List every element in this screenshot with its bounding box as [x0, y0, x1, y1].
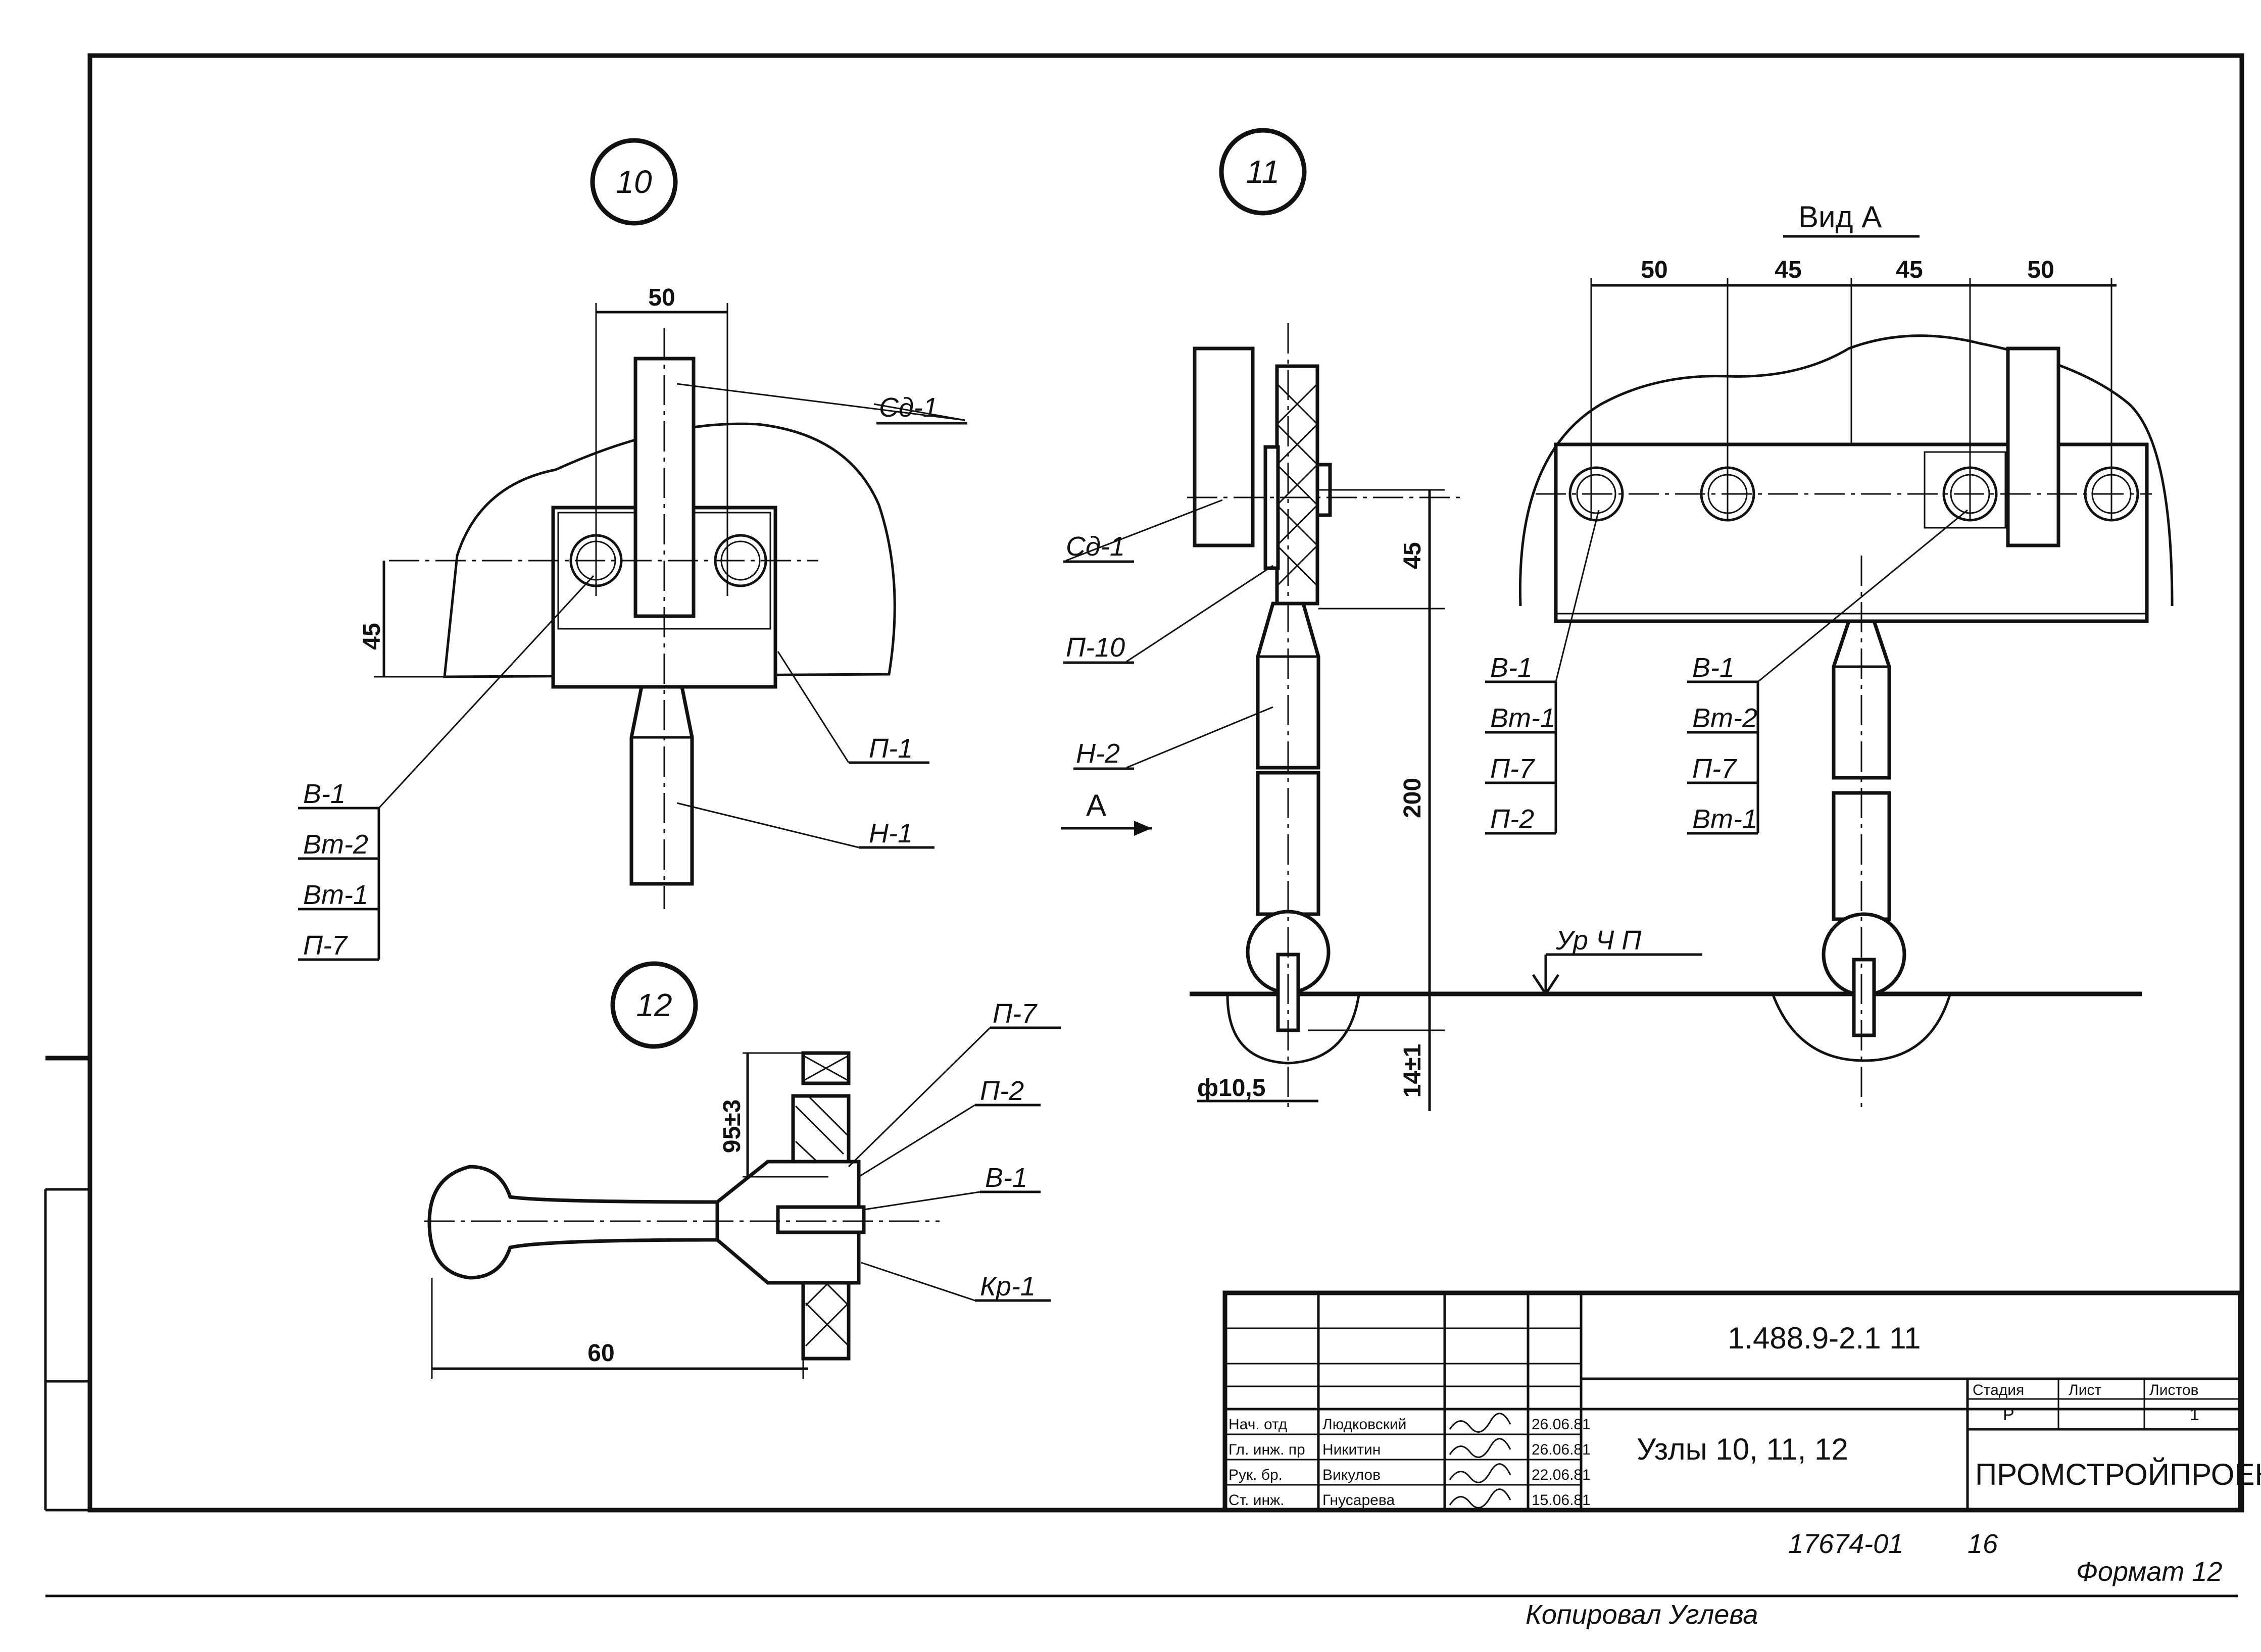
node-10-detail: 10 50 45 Сд-1 П-1 Н: [298, 138, 967, 961]
sheets-header: Листов: [2149, 1382, 2198, 1398]
level-label: Ур Ч П: [1555, 925, 1642, 956]
signer-date: 15.06.81: [1532, 1492, 1591, 1509]
node-10-number: 10: [616, 164, 652, 200]
dim-95: 95±3: [719, 1099, 746, 1153]
signer-role: Гл. инж. пр: [1228, 1441, 1305, 1458]
label-p1: П-1: [869, 733, 913, 764]
format: Формат 12: [2076, 1557, 2223, 1587]
organization: ПРОМСТРОЙПРОЕКТ: [1975, 1458, 2261, 1491]
dim-50: 50: [1641, 257, 1667, 283]
signature: [1449, 1413, 1511, 1433]
signature: [1449, 1488, 1511, 1509]
signer-role: Нач. отд: [1228, 1416, 1287, 1433]
stage-value: Р: [2003, 1405, 2014, 1424]
label-h1: Н-1: [869, 818, 913, 848]
signature: [1449, 1463, 1511, 1483]
label-stack-item: Вт-1: [1490, 703, 1555, 733]
label-sd1: Сд-1: [1066, 531, 1125, 562]
dim-50: 50: [648, 284, 675, 311]
signer-date: 22.06.81: [1532, 1467, 1591, 1483]
label-stack-item: Вт-2: [1692, 703, 1757, 733]
sheet-header: Лист: [2069, 1382, 2101, 1398]
node-12-circle: [610, 961, 698, 1049]
copied-by: Копировал Углева: [1526, 1599, 1758, 1630]
label-h2: Н-2: [1076, 738, 1120, 769]
signer-name: Никитин: [1322, 1441, 1381, 1458]
dim-50: 50: [2027, 257, 2054, 283]
archive-number: 17674-01: [1788, 1529, 1903, 1559]
dim-45: 45: [1896, 257, 1923, 283]
label-stack-item: П-7: [1692, 754, 1737, 784]
post-sd1: [2006, 346, 2060, 547]
wall-outline: [443, 422, 896, 678]
arrow-a-label: А: [1086, 788, 1106, 822]
label-stack-item: В-1: [1692, 653, 1735, 683]
label-stack-item: В-1: [1490, 653, 1533, 683]
node-11-number: 11: [1246, 154, 1280, 190]
view-a-detail: Вид А 50 45 45 50: [1485, 200, 2174, 1111]
dim-phi: ф10,5: [1197, 1075, 1265, 1102]
signature: [1449, 1438, 1511, 1458]
node-12-detail: 12 95±3 60 П-7 П-2 В-1 Кр-1: [424, 961, 1061, 1379]
label-stack-item: П-7: [303, 930, 348, 961]
dim-45: 45: [1399, 542, 1426, 569]
dim-45: 45: [359, 623, 385, 649]
label-stack-item: Вт-1: [1692, 804, 1757, 834]
title-block: 1.488.9-2.1 11 Узлы 10, 11, 12 ПРОМСТРОЙ…: [1222, 1290, 2261, 1513]
dim-45: 45: [1775, 257, 1801, 283]
label-stack-item: Вт-2: [303, 829, 368, 860]
label-kr1: Кр-1: [980, 1271, 1036, 1301]
stage-header: Стадия: [1973, 1382, 2024, 1398]
handle: [427, 1165, 719, 1280]
dim-60: 60: [587, 1340, 614, 1367]
view-a-title: Вид А: [1798, 200, 1882, 234]
dim-14: 14±1: [1399, 1044, 1426, 1097]
label-p10: П-10: [1066, 632, 1125, 663]
signer-name: Людковский: [1322, 1416, 1406, 1433]
plate-p10: [1263, 445, 1280, 570]
sheet-frame: [87, 53, 2244, 1513]
bolt-v1: [776, 1205, 866, 1234]
signer-date: 26.06.81: [1532, 1441, 1591, 1458]
label-v1: В-1: [985, 1163, 1027, 1193]
dim-200: 200: [1399, 778, 1426, 818]
signer-role: Рук. бр.: [1228, 1467, 1283, 1483]
wall-outline: [1518, 334, 2174, 607]
node-12-number: 12: [636, 987, 672, 1023]
drawing-code: 1.488.9-2.1 11: [1728, 1321, 1921, 1355]
archive-page: 16: [1968, 1529, 1998, 1559]
rod-h1: [629, 685, 694, 886]
node-10-circle: [590, 138, 678, 226]
signer-role: Ст. инж.: [1228, 1492, 1284, 1509]
signer-name: Викулов: [1322, 1467, 1381, 1483]
label-p7: П-7: [993, 998, 1038, 1029]
label-stack-item: П-2: [1490, 804, 1534, 834]
signer-name: Гнусарева: [1322, 1492, 1395, 1509]
signer-date: 26.06.81: [1532, 1416, 1591, 1433]
label-stack-item: В-1: [303, 779, 346, 809]
post-sd1: [1193, 346, 1255, 547]
sheets-value: 1: [2190, 1405, 2199, 1424]
node-11-detail: 11 45 200 14±1 ф10,5 Сд-1 П-10: [1061, 128, 2142, 1111]
label-stack-item: П-7: [1490, 754, 1535, 784]
label-p2: П-2: [980, 1076, 1024, 1106]
label-stack-item: Вт-1: [303, 880, 368, 910]
label-sd1: Сд-1: [879, 392, 938, 423]
node-11-circle: [1219, 128, 1307, 216]
drawing-title: Узлы 10, 11, 12: [1637, 1432, 1848, 1466]
